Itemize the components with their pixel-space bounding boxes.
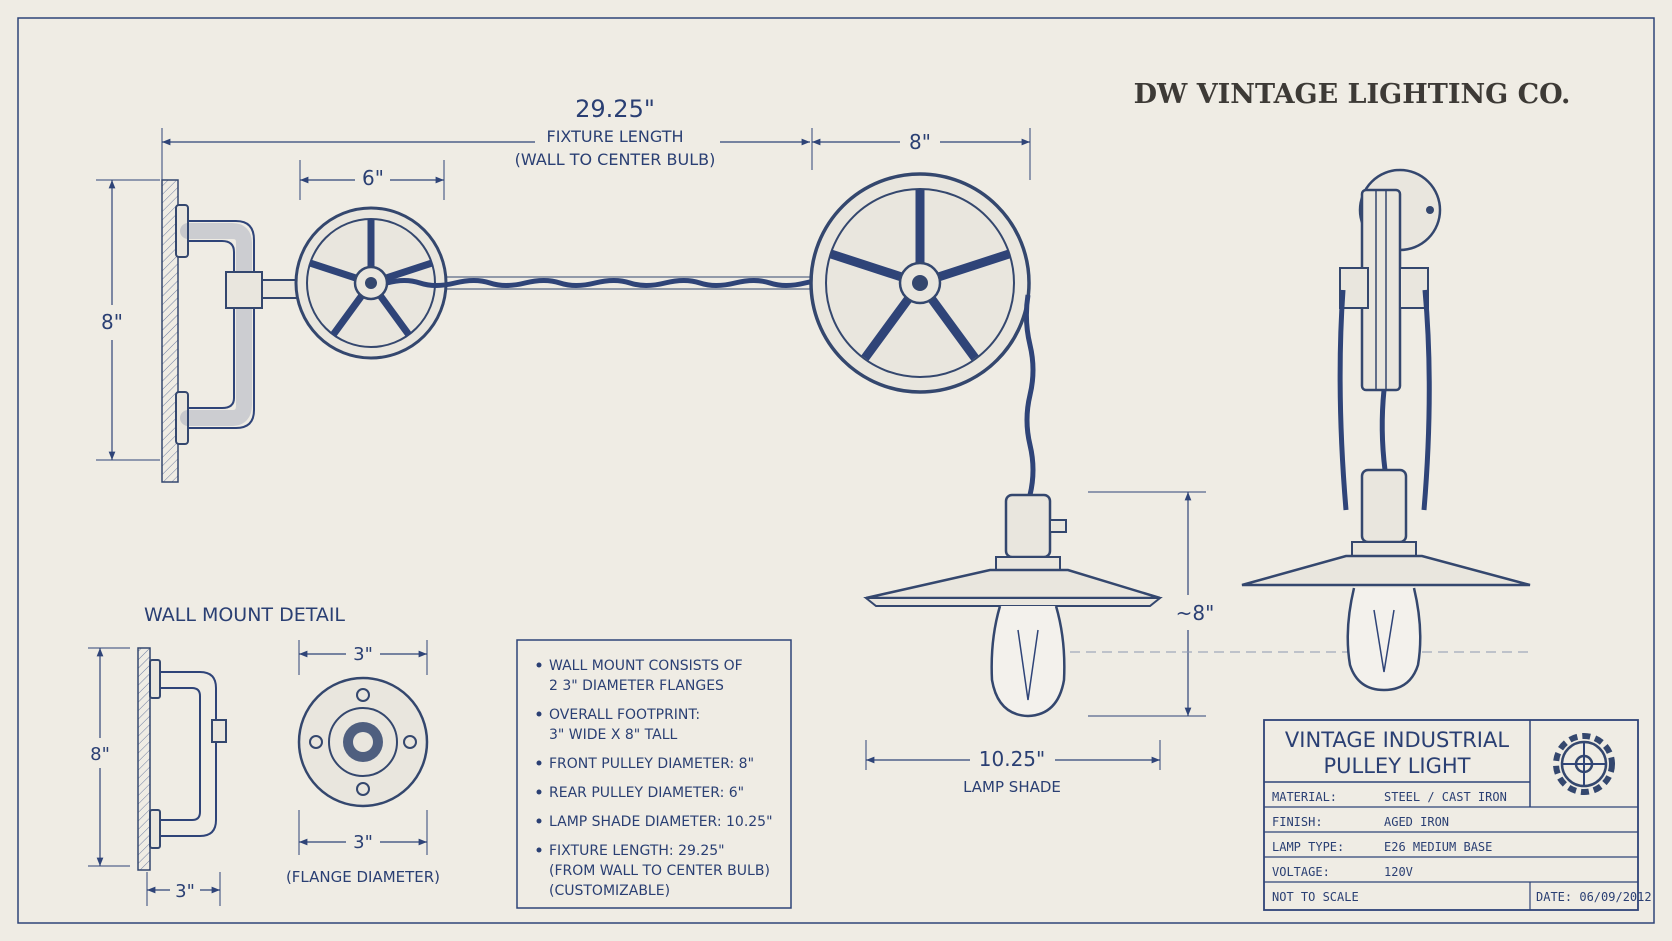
wall-mount-title: WALL MOUNT DETAIL <box>144 604 345 626</box>
wall-mount-detail: WALL MOUNT DETAIL 8" 3" 3" <box>88 604 440 906</box>
note-line: 2 3" DIAMETER FLANGES <box>549 678 724 694</box>
top-flange <box>175 204 189 258</box>
flange-bottom-dim: 3" <box>353 832 373 853</box>
fixture-length-label: FIXTURE LENGTH <box>546 127 683 146</box>
tb-value: E26 MEDIUM BASE <box>1384 840 1492 854</box>
tb-label: FINISH: <box>1272 815 1323 829</box>
flange-top-dim: 3" <box>353 644 373 665</box>
rear-pulley-dim: 6" <box>362 166 384 190</box>
sheet-border <box>17 17 1655 924</box>
main-side-view <box>161 172 1163 718</box>
note-line: FRONT PULLEY DIAMETER: 8" <box>549 756 754 772</box>
hanging-cord <box>1023 294 1036 496</box>
note-line: WALL MOUNT CONSISTS OF <box>549 658 743 674</box>
note-bullet <box>536 818 542 824</box>
front-view <box>1241 168 1531 692</box>
note-bullet <box>536 711 542 717</box>
lamp-shade-dim: 10.25" <box>979 747 1045 771</box>
note-bullet <box>536 760 542 766</box>
title-block-rows: MATERIAL: STEEL / CAST IRON FINISH: AGED IR… <box>1272 790 1507 879</box>
tb-label: VOLTAGE: <box>1272 865 1330 879</box>
note-bullet <box>536 789 542 795</box>
note-line: REAR PULLEY DIAMETER: 6" <box>549 785 744 801</box>
scale-note: NOT TO SCALE <box>1272 890 1359 904</box>
tee-fitting <box>225 271 263 309</box>
note-line: OVERALL FOOTPRINT: <box>549 707 700 723</box>
title-block: VINTAGE INDUSTRIAL PULLEY LIGHT MATERIAL… <box>1263 719 1652 911</box>
notes-box: WALL MOUNT CONSISTS OF 2 3" DIAMETER FLAN… <box>516 639 792 909</box>
tb-value: 120V <box>1384 865 1413 879</box>
tb-value: AGED IRON <box>1384 815 1449 829</box>
main-dimensions: 29.25" FIXTURE LENGTH (WALL TO CENTER BU… <box>96 95 1530 796</box>
bottom-flange <box>175 391 189 445</box>
gear-icon <box>1553 733 1615 795</box>
lamp-shade-label: LAMP SHADE <box>963 778 1061 796</box>
front-pulley <box>809 172 1031 394</box>
wall-height-dim: 8" <box>101 310 123 334</box>
wall-plate <box>161 179 179 483</box>
fixture-length-dim: 29.25" <box>575 95 655 123</box>
lamp-drop-dim: ~8" <box>1176 601 1215 625</box>
title-line2: PULLEY LIGHT <box>1324 754 1471 778</box>
note-line: FIXTURE LENGTH: 29.25" <box>549 843 725 859</box>
note-bullet <box>536 847 542 853</box>
company-name: DW VINTAGE LIGHTING CO. <box>1134 79 1571 110</box>
flange-label: (FLANGE DIAMETER) <box>286 868 440 886</box>
front-pulley-dim: 8" <box>909 130 931 154</box>
rear-pulley <box>294 206 448 360</box>
mount-height-dim: 8" <box>90 744 110 765</box>
note-line: 3" WIDE X 8" TALL <box>549 727 678 743</box>
pendant-lamp <box>863 493 1163 718</box>
notes-list: WALL MOUNT CONSISTS OF 2 3" DIAMETER FLAN… <box>536 658 773 899</box>
mount-width-dim: 3" <box>175 881 195 902</box>
note-line: (FROM WALL TO CENTER BULB) <box>549 863 770 879</box>
tb-label: MATERIAL: <box>1272 790 1337 804</box>
note-bullet <box>536 662 542 668</box>
title-line1: VINTAGE INDUSTRIAL <box>1285 728 1509 752</box>
note-line: (CUSTOMIZABLE) <box>549 883 670 899</box>
note-line: LAMP SHADE DIAMETER: 10.25" <box>549 814 773 830</box>
date-field: DATE: 06/09/2012 <box>1536 890 1652 904</box>
tb-label: LAMP TYPE: <box>1272 840 1344 854</box>
tb-value: STEEL / CAST IRON <box>1384 790 1507 804</box>
fixture-length-sub: (WALL TO CENTER BULB) <box>515 150 716 169</box>
